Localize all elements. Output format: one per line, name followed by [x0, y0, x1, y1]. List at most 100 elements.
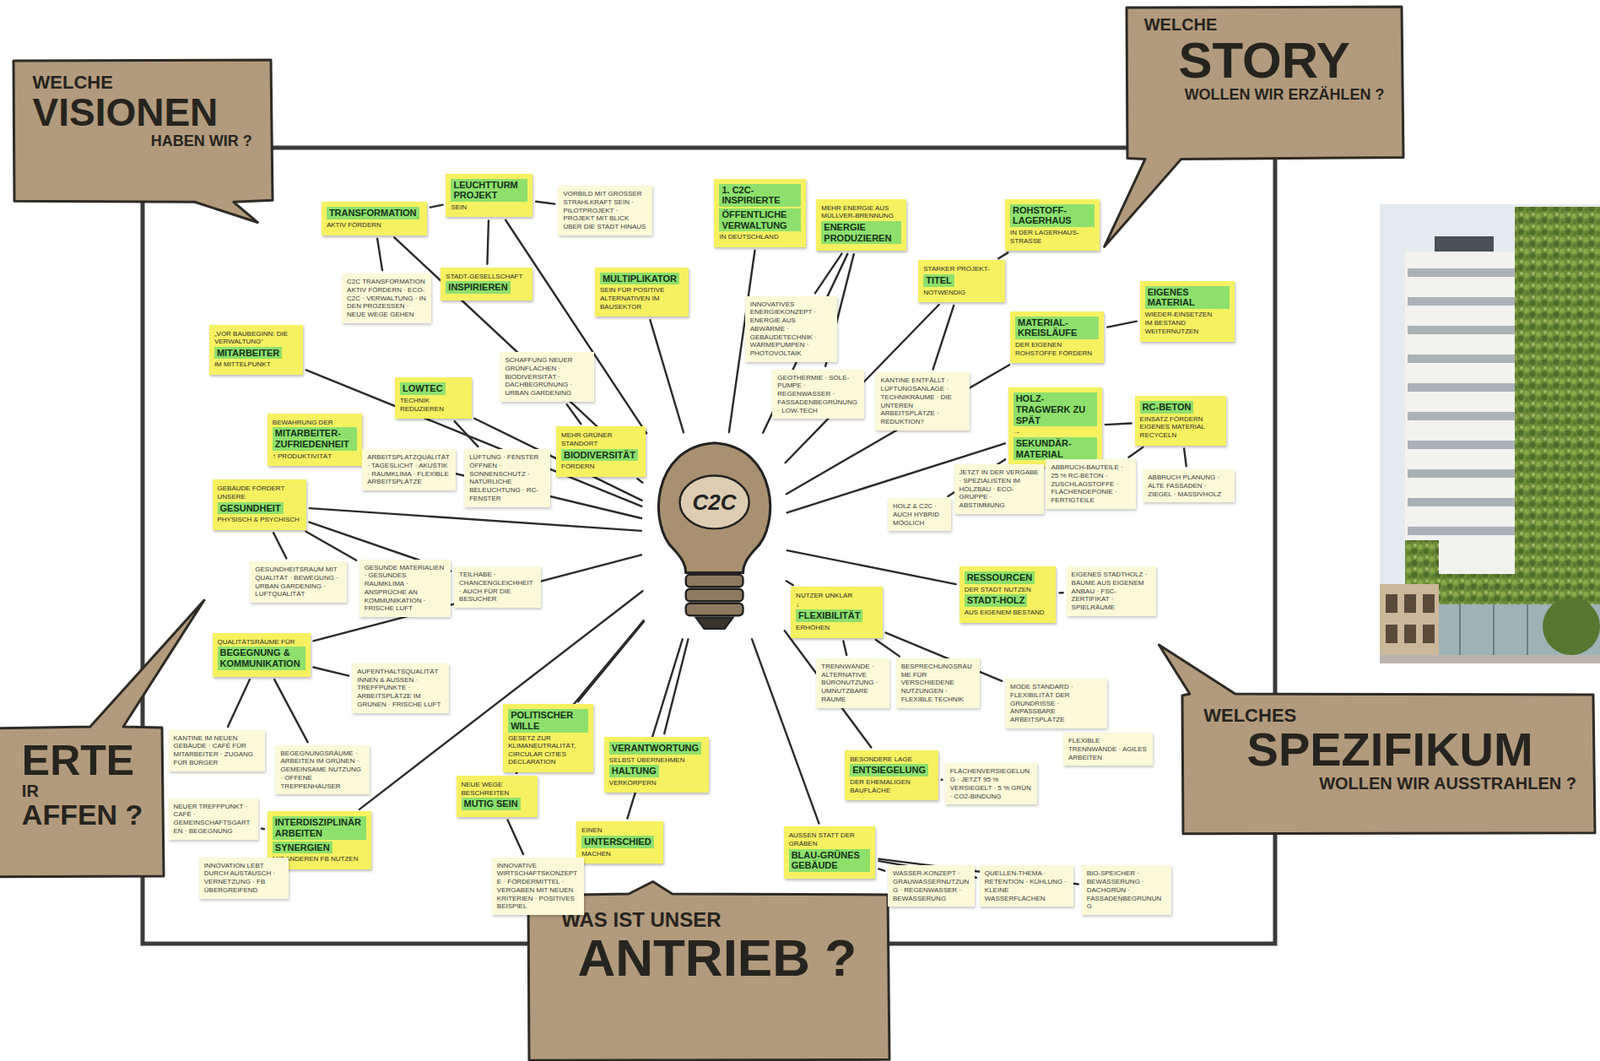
connector-line	[649, 319, 684, 433]
sticky-note: BEWAHRUNG DERMITARBEITER-ZUFRIEDENHEIT↑ …	[267, 413, 363, 466]
note-text: INNOVATIVE WIRTSCHAFTSKONZEPTE · FÖRDERM…	[497, 861, 579, 912]
note-text: LÜFTUNG · FENSTER ÖFFNEN · SONNENSCHUTZ …	[469, 453, 546, 503]
sticky-note: QUALITÄTSRÄUME FÜRBEGEGNUNG & KOMMUNIKAT…	[212, 632, 311, 677]
note-text: AUS EIGENEM BESTAND	[964, 608, 1052, 617]
note-heading: BLAU-GRÜNES GEBÄUDE	[789, 848, 871, 872]
note-text: SELBST ÜBERNEHMEN	[609, 756, 704, 765]
detail-note: INNOVATION LEBT DURCH AUSTAUSCH · VERNET…	[199, 857, 289, 899]
note-heading: 1. C2C-INSPIRIERTE	[718, 183, 801, 207]
connector-line	[1107, 321, 1137, 328]
note-text: BESPRECHUNGSRÄUME FÜR VERSCHIEDENE NUTZU…	[901, 662, 975, 704]
connector-line	[1105, 423, 1132, 426]
note-text: SCHAFFUNG NEUER GRÜNFLÄCHEN · BIODIVERSI…	[505, 356, 590, 398]
connector-line	[1183, 448, 1187, 467]
note-text: MODE STANDARD · FLEXIBILITÄT DER GRUNDRI…	[1010, 682, 1103, 725]
detail-note: EIGENES STADTHOLZ · BÄUME AUS EIGENEM AN…	[1066, 566, 1157, 617]
paper-frame	[142, 147, 1276, 944]
note-text: DER STADT NUTZEN	[964, 585, 1052, 595]
note-heading: UNTERSCHIED	[581, 835, 654, 849]
note-text: IN DEUTSCHLAND	[718, 232, 801, 242]
sticky-note: MULTIPLIKATORSEIN FÜR POSITIVE ALTERNATI…	[594, 267, 689, 317]
sticky-note: STADT-GESELLSCHAFTINSPIRIEREN	[440, 267, 533, 301]
connector-line	[430, 205, 444, 208]
bulb-socket	[686, 589, 744, 602]
note-heading: VERANTWORTUNG	[609, 741, 702, 755]
sticky-note: GEBÄUDE FÖRDERT UNSEREGESUNDHEITPHYSISCH…	[212, 479, 307, 530]
detail-note: MODE STANDARD · FLEXIBILITÄT DER GRUNDRI…	[1005, 678, 1108, 729]
note-text: MEHR GRÜNER STANDORT	[561, 431, 641, 448]
sticky-note: MEHR GRÜNER STANDORTBIODIVERSITÄTFÖRDERN	[556, 426, 646, 476]
detail-note: QUELLEN-THEMA · RETENTION · KÜHLUNG · KL…	[979, 864, 1074, 907]
note-heading: ROHSTOFF-LAGERHAUS	[1010, 204, 1095, 228]
note-text: INNOVATION LEBT DURCH AUSTAUSCH · VERNET…	[204, 861, 284, 895]
note-heading: SEKUNDÄR-MATERIAL	[1013, 437, 1098, 460]
detail-note: JETZT IN DER VERGABE · SPEZIALISTEN IM H…	[954, 464, 1044, 514]
bubble-outline	[1159, 644, 1596, 834]
note-text: FLÄCHENVERSIEGELUNG · JETZT 95 % VERSIEG…	[950, 767, 1033, 800]
note-heading: MATERIAL-KREISLÄUFE	[1015, 316, 1099, 340]
detail-note: BESPRECHUNGSRÄUME FÜR VERSCHIEDENE NUTZU…	[896, 658, 980, 709]
note-text: TEILHABE · CHANCENGLEICHHEIT · AUCH FÜR …	[459, 570, 536, 604]
connector-line	[309, 508, 642, 531]
speech-bubble: WELCHESSPEZIFIKUMWOLLEN WIR AUSSTRAHLEN …	[1181, 693, 1595, 835]
connector-line	[1059, 591, 1063, 595]
bubble-text: IR	[21, 782, 157, 800]
detail-note: HOLZ & C2C · AUCH HYBRID MÖGLICH	[887, 497, 952, 531]
connector-line	[940, 778, 944, 781]
sticky-note: STARKER PROJEKT-TITELNOTWENDIG	[918, 259, 1006, 303]
note-text: MEHR ENERGIE AUS MÜLLVER-BRENNUNG	[821, 204, 901, 221]
bulb-socket	[686, 603, 744, 617]
idea-bulb: C2C	[648, 438, 781, 633]
note-heading: ÖFFENTLICHE VERWALTUNG	[718, 208, 801, 232]
detail-note: NEUER TREFFPUNKT · CAFÉ · GEMEINSCHAFTSG…	[168, 798, 259, 840]
note-text: →	[1013, 427, 1098, 437]
sticky-note: HOLZ-TRAGWERK ZU SPÄT→SEKUNDÄR-MATERIAL	[1008, 387, 1103, 467]
note-text: VORBILD MIT GROSSER STRAHLKRAFT SEIN · P…	[562, 189, 647, 232]
note-heading: EIGENES MATERIAL	[1145, 286, 1230, 309]
note-text: MACHEN	[581, 849, 659, 859]
speech-bubble: ERTEIRAFFEN ?	[0, 726, 163, 878]
connector-line	[751, 638, 820, 823]
note-text: DER EHEMALIGEN BAUFLÄCHE	[849, 778, 934, 795]
sticky-note: MATERIAL-KREISLÄUFEDER EIGENEN ROHSTOFFE…	[1010, 311, 1104, 363]
bubble-text: WAS IST UNSER	[561, 908, 873, 930]
bubble-text: WOLLEN WIR ERZÄHLEN ?	[1144, 86, 1385, 103]
speech-bubble: WELCHESTORYWOLLEN WIR ERZÄHLEN ?	[1125, 5, 1404, 159]
bubble-text: VISIONEN	[32, 91, 253, 133]
note-text: ABBRUCH PLANUNG · ALTE FASSADEN · ZIEGEL…	[1147, 473, 1230, 498]
note-text: BESONDERE LAGE	[849, 755, 934, 764]
note-heading: INTERDISZIPLINÄR ARBEITEN	[272, 816, 367, 839]
note-text: NEUER TREFFPUNKT · CAFÉ · GEMEINSCHAFTSG…	[173, 802, 254, 836]
note-text: GESETZ ZUR KLIMANEUTRALITÄT, CIRCULAR CI…	[508, 734, 588, 767]
detail-note: LÜFTUNG · FENSTER ÖFFNEN · SONNENSCHUTZ …	[464, 448, 551, 508]
sticky-note: LOWTECTECHNIK REDUZIEREN	[394, 377, 472, 419]
bubble-outline	[1103, 6, 1403, 247]
connector-line	[878, 868, 885, 871]
connector-line	[227, 679, 250, 727]
note-heading: MITARBEITER	[214, 346, 282, 360]
sticky-note: BESONDERE LAGEENTSIEGELUNGDER EHEMALIGEN…	[844, 750, 939, 800]
connector-line	[637, 478, 643, 482]
note-text: FLEXIBLE TRENNWÄNDE · AGILES ARBEITEN	[1068, 736, 1148, 762]
note-text: BEGEGNUNGSRÄUME · ARBEITEN IM GRÜNEN · G…	[280, 749, 364, 791]
detail-note: FLEXIBLE TRENNWÄNDE · AGILES ARBEITEN	[1063, 732, 1153, 766]
note-heading: ENERGIE PRODUZIEREN	[821, 221, 901, 244]
sticky-note: EINENUNTERSCHIEDMACHEN	[576, 821, 664, 864]
bulb-tip	[696, 617, 734, 629]
note-heading: FLEXIBILITÄT	[795, 609, 863, 622]
note-heading: MUTIG SEIN	[461, 797, 521, 811]
note-text: EIGENES STADTHOLZ · BÄUME AUS EIGENEM AN…	[1071, 570, 1152, 612]
note-text: ↓	[795, 600, 878, 610]
sticky-note: POLITISCHER WILLEGESETZ ZUR KLIMANEUTRAL…	[502, 703, 593, 773]
note-text: BIO-SPEICHER · BEWÄSSERUNG · DACHGRÜN · …	[1086, 869, 1167, 911]
sticky-note: RESSOURCENDER STADT NUTZENSTADT-HOLZAUS …	[959, 566, 1057, 622]
detail-note: GEOTHERMIE · SOLE-PUMPE · REGENWASSER · …	[772, 369, 865, 420]
note-text: INNOVATIVES ENERGIEKONZEPT · ENERGIE AUS…	[750, 300, 833, 358]
note-heading: STADT-HOLZ	[964, 594, 1028, 607]
bulb-shape	[648, 438, 781, 633]
note-heading: RC-BETON	[1140, 400, 1195, 414]
connector-line	[1128, 447, 1143, 458]
bubble-text: HABEN WIR ?	[32, 133, 253, 150]
sticky-note: VERANTWORTUNGSELBST ÜBERNEHMENHALTUNGVER…	[604, 736, 709, 793]
detail-note: GESUNDHEITSRAUM MIT QUALITÄT · BEWEGUNG …	[249, 561, 347, 603]
